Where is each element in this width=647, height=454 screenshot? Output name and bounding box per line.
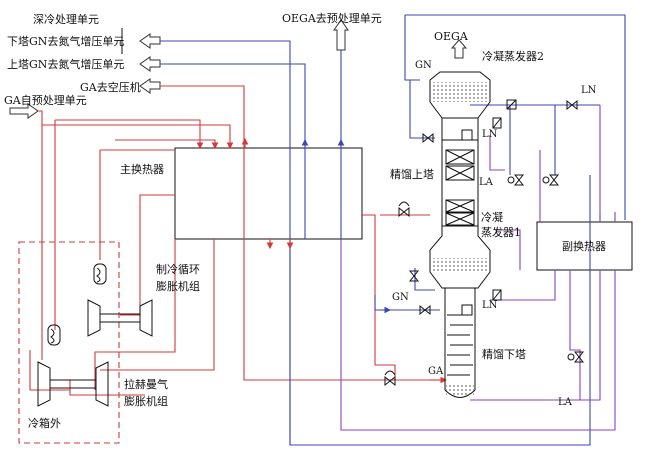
lower-tower-trays (447, 314, 473, 376)
label-condenser1-b: 蒸发器1 (481, 225, 521, 239)
lachmann-shaft (49, 379, 97, 389)
label-refrig-a: 制冷循环 (156, 263, 200, 276)
distillation-column (429, 71, 517, 398)
label-ln-top: LN (581, 85, 597, 96)
valve-la-lower (573, 351, 585, 363)
condenser-2-liquid (432, 82, 488, 102)
labels: 深冷处理单元 下塔GN去氮气增压单元 上塔GN去氮气增压单元 GA去空压机 GA… (4, 12, 606, 430)
valve-gn-upper (422, 132, 434, 144)
label-oega: OEGA (434, 30, 469, 43)
label-ga-compressor: GA去空压机 (80, 80, 141, 94)
valve-la-2 (548, 174, 560, 186)
upper-gn-arrow (139, 56, 161, 72)
label-upper-gn: 上塔GN去氮气增压单元 (7, 57, 124, 71)
lower-tower (444, 287, 476, 398)
refrig-expander-left (87, 299, 101, 337)
lachmann-expander-left (37, 361, 51, 407)
cooler-upper (93, 263, 107, 285)
label-condenser2: 冷凝蒸发器2 (482, 49, 544, 63)
label-lachmann-a: 拉赫曼气 (124, 377, 168, 391)
output-arrows (9, 19, 468, 119)
ga-inlet-arrow (9, 103, 39, 119)
label-ga-pre: GA自预处理单元 (4, 94, 87, 107)
condenser-1 (429, 225, 491, 289)
condenser-1-liquid (432, 258, 488, 272)
valves (384, 99, 585, 387)
label-ga-lower: GA (428, 366, 444, 377)
lachmann-expander-right (95, 361, 109, 407)
label-lachmann-b: 膨胀机组 (124, 394, 168, 408)
hx-arrows (241, 137, 616, 250)
purple-flow-lines (340, 105, 616, 431)
label-deep-cold: 深冷处理单元 (33, 13, 99, 26)
upper-tower (441, 117, 479, 227)
ln-gauge-upper (492, 117, 502, 129)
sub-heat-exchanger (536, 221, 633, 271)
main-heat-exchanger (174, 147, 363, 240)
label-main-hx: 主换热器 (120, 162, 164, 176)
label-lower-gn: 下塔GN去氮气增压单元 (7, 34, 124, 48)
label-refrig-b: 膨胀机组 (156, 279, 200, 293)
label-la-bottom: LA (558, 397, 573, 408)
top-valve-box (506, 99, 517, 110)
blue-flow-lines (160, 14, 626, 446)
cooler-lower (47, 324, 61, 346)
red-flow-lines (29, 85, 448, 396)
valve-ga-lower (384, 375, 396, 387)
valve-ln-top (566, 99, 578, 111)
label-oega-pre: OEGA去预处理单元 (282, 12, 382, 25)
label-ln-mid: LN (482, 129, 498, 140)
oega-top-arrow (450, 39, 468, 59)
upper-tower-packing (445, 149, 475, 226)
label-cold-box-out: 冷箱外 (28, 416, 61, 430)
upper-small-hx (461, 129, 473, 141)
label-gn-lower: GN (392, 292, 409, 303)
ln-gauge-lower (492, 289, 502, 301)
label-sub-hx: 副换热器 (562, 239, 606, 253)
lower-small-hx (461, 304, 473, 316)
valve-la-1 (513, 174, 525, 186)
ga-compressor-arrow (139, 78, 161, 94)
oega-up-arrow (333, 19, 349, 51)
label-ln-lower: LN (482, 300, 498, 311)
refrig-expander-right (139, 299, 153, 337)
lower-tower-liquid (446, 385, 474, 395)
cold-box-out-region (18, 241, 120, 444)
expander-units (37, 263, 153, 407)
label-la-mid: LA (479, 177, 494, 188)
label-gn-top: GN (415, 60, 432, 71)
valve-upper-tower-inlet (398, 206, 410, 218)
label-upper-tower: 精馏上塔 (390, 167, 434, 181)
valve-gn-lower (419, 304, 431, 316)
valve-gn-lower-up (408, 270, 420, 282)
label-lower-tower: 精馏下塔 (482, 347, 526, 361)
label-condenser1-a: 冷凝 (481, 210, 503, 224)
lower-gn-arrow (139, 33, 161, 49)
